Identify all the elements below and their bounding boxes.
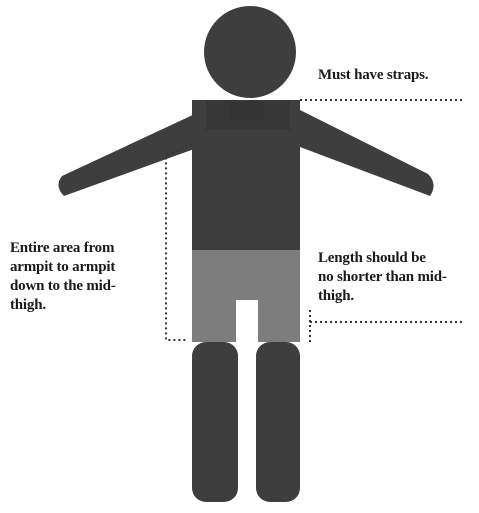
annotation-length-line: no shorter than mid- [318, 268, 478, 287]
annotation-length: Length should be no shorter than mid- th… [318, 249, 478, 306]
annotation-area-line: Entire area from [10, 239, 160, 258]
annotation-length-line: Length should be [318, 249, 478, 268]
annotation-area-line: thigh. [10, 296, 160, 315]
figure-head [204, 6, 296, 98]
guide-bracket-area [166, 144, 192, 340]
annotation-length-line: thigh. [318, 287, 478, 306]
figure-left-leg [192, 342, 238, 502]
swimsuit-shorts [192, 250, 300, 342]
annotation-area-line: armpit to armpit [10, 258, 160, 277]
annotation-area: Entire area from armpit to armpit down t… [10, 239, 160, 315]
annotation-area-line: down to the mid- [10, 277, 160, 296]
figure-right-arm [292, 106, 434, 196]
swimsuit-strap-gap [230, 102, 264, 120]
figure-right-leg [256, 342, 300, 502]
annotation-straps: Must have straps. [318, 66, 468, 85]
annotation-straps-line: Must have straps. [318, 66, 468, 85]
figure-left-arm [58, 106, 212, 196]
